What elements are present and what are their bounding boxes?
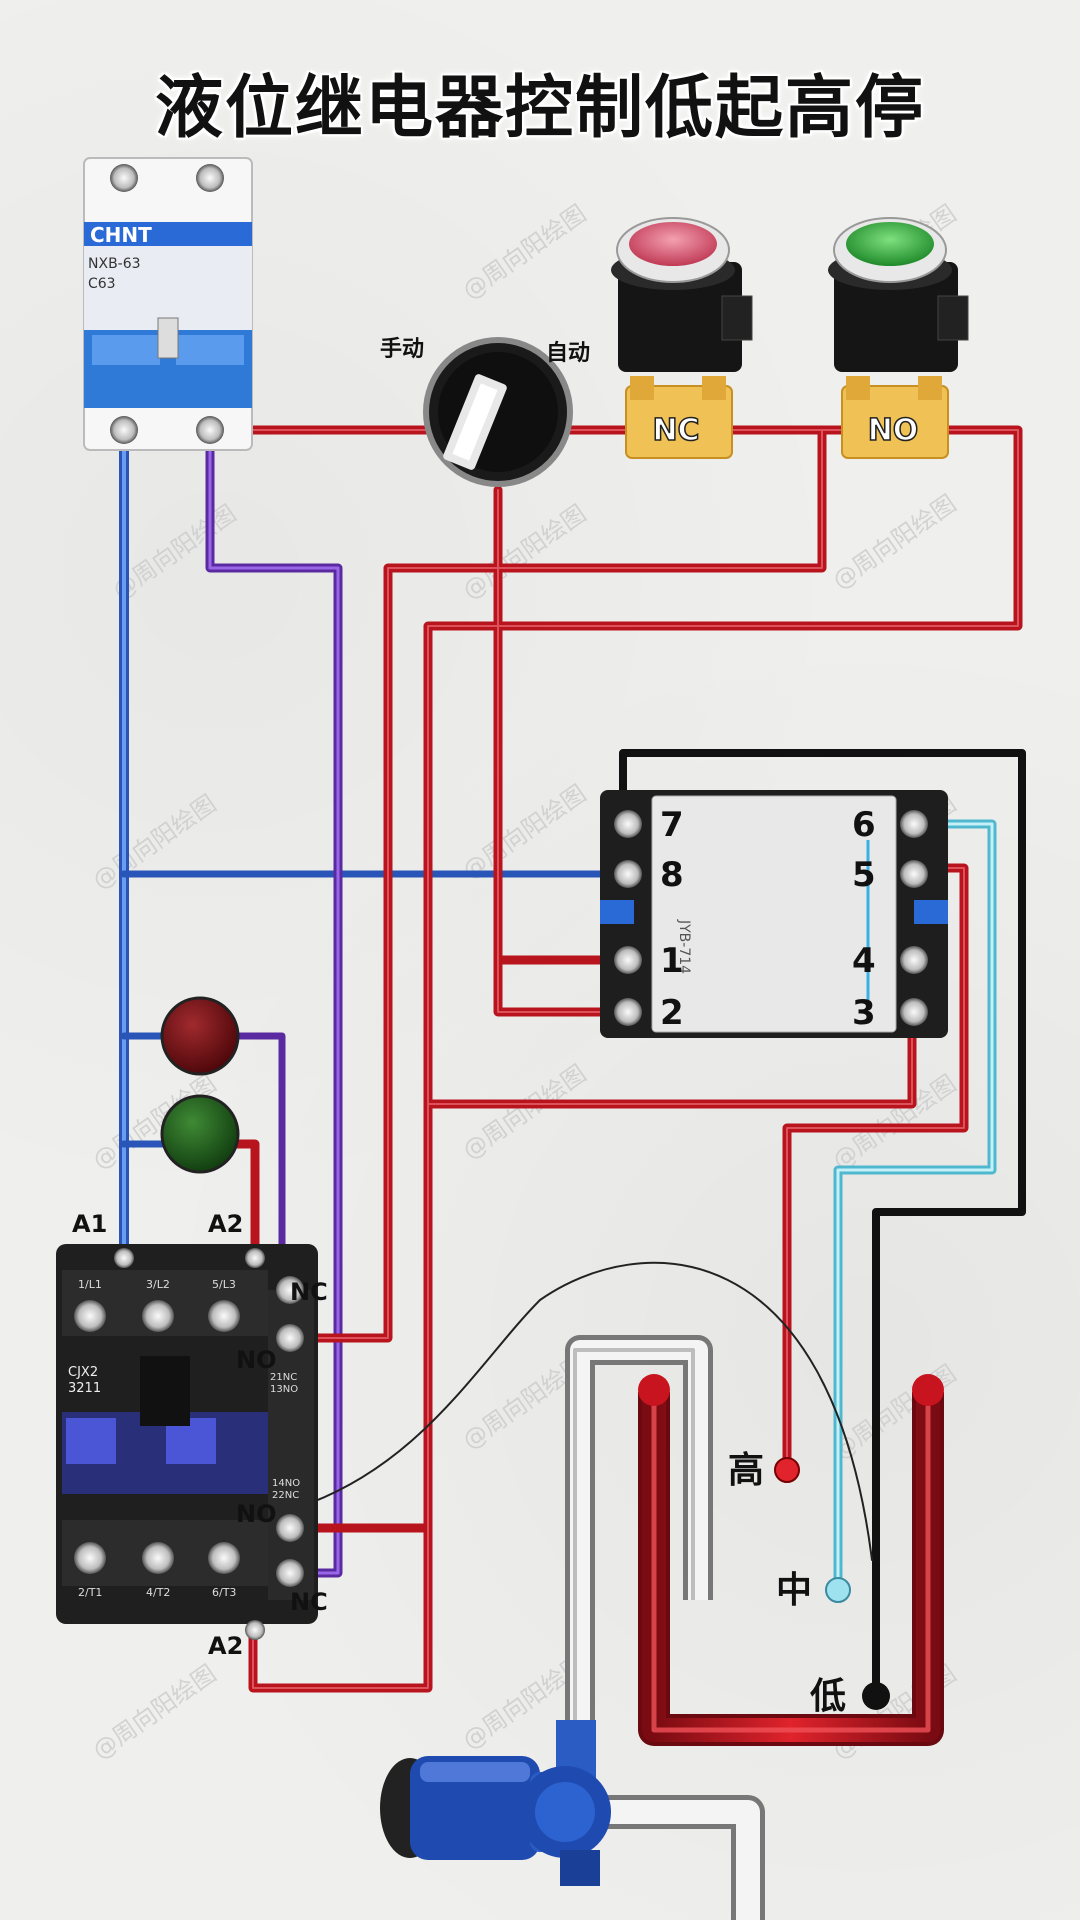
relay-terminal-label: 2 xyxy=(660,993,684,1033)
water-tank xyxy=(638,1374,944,1746)
relay-terminal-label: 5 xyxy=(852,855,876,895)
contactor-aux-code-bottom: 22NC xyxy=(272,1490,299,1501)
watermark: @周向阳绘图 xyxy=(457,779,591,885)
probe-label-high: 高 xyxy=(728,1450,764,1491)
contactor-pole-label: 5/L3 xyxy=(212,1278,236,1291)
purple-wire xyxy=(208,428,340,1575)
stop-button-contact-label: NC xyxy=(652,413,699,448)
aux-label-bottom-no: NO xyxy=(236,1500,277,1528)
contactor xyxy=(56,1244,318,1640)
pump-signal-wire xyxy=(289,1261,873,1561)
contactor-pole-label: 4/T2 xyxy=(146,1586,170,1599)
contactor-model: CJX2 xyxy=(68,1365,98,1380)
coil-label-a2-bottom: A2 xyxy=(208,1632,243,1660)
probe-high xyxy=(774,1457,800,1483)
contactor-aux-code-top: 21NC xyxy=(270,1372,297,1383)
selector-label-manual: 手动 xyxy=(380,337,424,362)
aux-label-top-nc: NC xyxy=(290,1278,328,1306)
black-wire xyxy=(619,749,1026,1694)
red-wire-indicator-to-a2 xyxy=(225,1139,260,1263)
relay-terminal-label: 4 xyxy=(852,941,876,981)
relay-terminal-label: 8 xyxy=(660,855,684,895)
breaker-screw xyxy=(110,416,138,444)
contactor-pole-label: 6/T3 xyxy=(212,1586,236,1599)
relay-model-text: JYB-714 xyxy=(676,919,692,974)
indicator-lamp-red xyxy=(160,996,240,1076)
stop-button[interactable]: NC xyxy=(611,217,753,459)
breaker-rating: C63 xyxy=(88,276,116,292)
start-button-contact-label: NO xyxy=(868,413,919,448)
watermark: @周向阳绘图 xyxy=(87,1659,221,1765)
probe-mid xyxy=(825,1577,851,1603)
aux-label-bottom-nc: NC xyxy=(290,1588,328,1616)
probe-low xyxy=(862,1682,890,1710)
contactor-pole-label: 3/L2 xyxy=(146,1278,170,1291)
breaker-screw xyxy=(196,164,224,192)
start-button-cap[interactable] xyxy=(846,222,934,266)
selector-label-auto: 自动 xyxy=(546,340,590,366)
contactor-number: 3211 xyxy=(68,1381,101,1396)
coil-label-a2-top: A2 xyxy=(208,1210,243,1238)
contactor-aux-code-top: 21NC 13NO xyxy=(270,1372,300,1395)
contactor-pole-label: 1/L1 xyxy=(78,1278,102,1291)
breaker-model: NXB-63 xyxy=(88,256,141,272)
watermark: @周向阳绘图 xyxy=(827,1069,961,1175)
watermark: @周向阳绘图 xyxy=(457,499,591,605)
start-button[interactable]: NO xyxy=(828,217,969,459)
contactor-pole-label: 2/T1 xyxy=(78,1586,102,1599)
relay-terminal-label: 7 xyxy=(660,805,684,845)
probe-label-low: 低 xyxy=(810,1676,846,1717)
contactor-aux-code-top: 13NO xyxy=(270,1384,298,1395)
indicator-lamp-green xyxy=(160,1094,240,1174)
coil-label-a1: A1 xyxy=(72,1210,107,1238)
probe-label-mid: 中 xyxy=(776,1570,812,1611)
diagram-title: 液位继电器控制低起高停 xyxy=(154,69,925,148)
inlet-pipe xyxy=(565,1335,765,1920)
level-relay: JYB-714 xyxy=(600,790,948,1038)
relay-terminal-label: 6 xyxy=(852,805,876,845)
circuit-breaker: CHNT NXB-63 C63 xyxy=(83,157,253,451)
relay-terminal-label: 3 xyxy=(852,993,876,1033)
aux-label-top-no: NO xyxy=(236,1346,277,1374)
red-wire-breaker-to-buttons xyxy=(205,425,1023,1693)
watermark: @周向阳绘图 xyxy=(87,789,221,895)
watermark: @周向阳绘图 xyxy=(457,199,591,305)
water-pump xyxy=(380,1720,611,1886)
breaker-brand: CHNT xyxy=(90,223,152,247)
watermark: @周向阳绘图 xyxy=(457,1059,591,1165)
purple-wire-indicator xyxy=(226,1032,286,1294)
selector-switch[interactable] xyxy=(423,337,573,487)
cyan-wire xyxy=(836,822,994,1590)
stop-button-cap[interactable] xyxy=(629,222,717,266)
contactor-aux-code-bottom: 14NO 22NC xyxy=(272,1478,303,1501)
contactor-aux-code-bottom: 14NO xyxy=(272,1478,300,1489)
breaker-screw xyxy=(110,164,138,192)
watermark: @周向阳绘图 xyxy=(827,489,961,595)
breaker-screw xyxy=(196,416,224,444)
relay-terminal-label: 1 xyxy=(660,941,684,981)
